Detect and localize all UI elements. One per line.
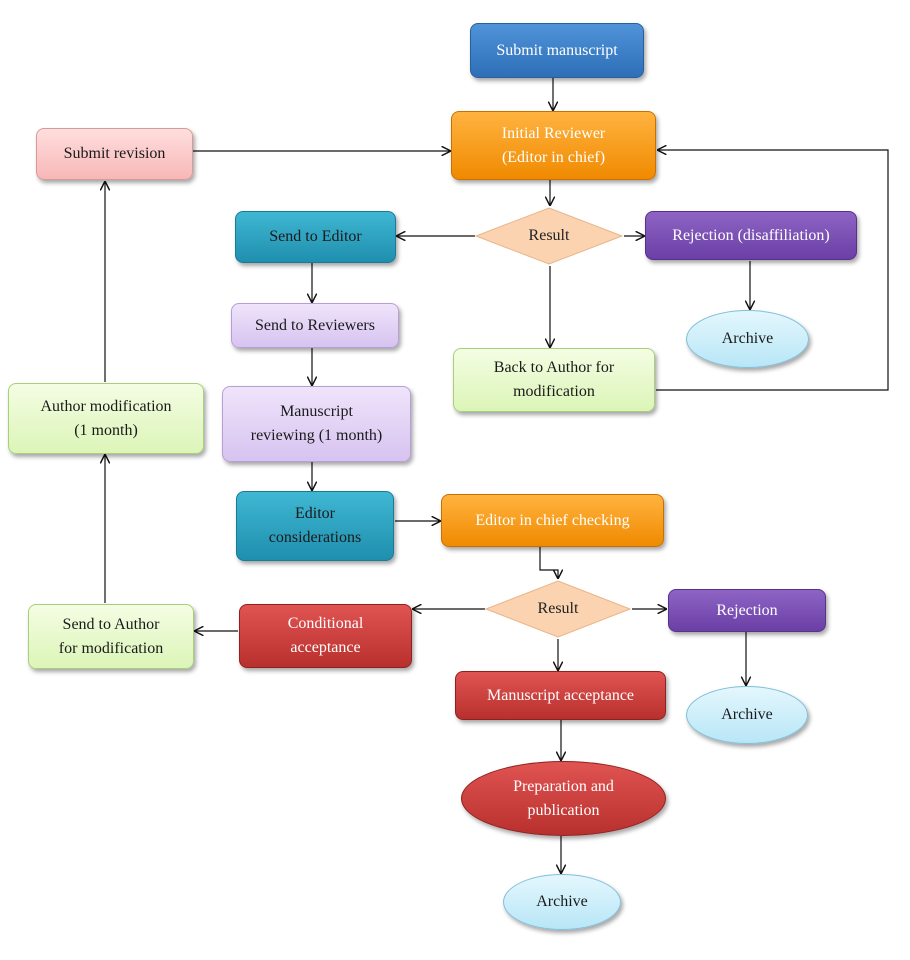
manuscript-acceptance-node: Manuscript acceptance (455, 671, 666, 720)
manuscript-acceptance-label: Manuscript acceptance (486, 686, 635, 704)
submit-manuscript-label: Submit manuscript (496, 41, 618, 59)
result-2-label: Result (537, 600, 579, 617)
editor-in-chief-checking-node: Editor in chief checking (441, 494, 664, 547)
submit-revision-label: Submit revision (63, 145, 166, 162)
preparation-publication-label-1: Preparation and (513, 777, 614, 795)
result-1-label: Result (528, 227, 570, 244)
archive-1-label: Archive (721, 330, 774, 347)
edge-chiefcheck-to-result2 (539, 547, 558, 578)
send-to-author-label-2: for modification (58, 639, 164, 657)
conditional-acceptance-label-1: Conditional (287, 615, 364, 632)
rejection-disaffiliation-node: Rejection (disaffiliation) (645, 211, 857, 260)
editor-considerations-label-1: Editor (295, 505, 335, 522)
conditional-acceptance-node: Conditional acceptance (239, 604, 412, 668)
initial-reviewer-node: Initial Reviewer (Editor in chief) (451, 111, 656, 180)
send-to-reviewers-label: Send to Reviewers (255, 316, 375, 334)
manuscript-reviewing-label-2: reviewing (1 month) (250, 427, 383, 444)
rejection-disaffiliation-label: Rejection (disaffiliation) (672, 226, 830, 244)
preparation-publication-label-2: publication (527, 801, 600, 819)
preparation-publication-node: Preparation and publication (461, 761, 666, 836)
send-to-author-modification-node: Send to Author for modification (28, 604, 194, 669)
rejection-label: Rejection (716, 601, 778, 619)
send-to-author-label-1: Send to Author (62, 615, 160, 633)
back-to-author-node: Back to Author for modification (453, 348, 655, 412)
send-to-editor-node: Send to Editor (235, 211, 396, 263)
archive-node-3: Archive (503, 874, 621, 930)
manuscript-reviewing-label-1: Manuscript (280, 403, 353, 420)
editor-considerations-node: Editor considerations (236, 491, 394, 561)
result-decision-1-shape (474, 207, 624, 265)
rejection-node: Rejection (668, 589, 826, 632)
conditional-acceptance-label-2: acceptance (290, 639, 361, 656)
author-modification-label-1: Author modification (40, 397, 172, 415)
archive-node-1: Archive (686, 310, 809, 368)
initial-reviewer-label-2: (Editor in chief) (501, 148, 606, 166)
submit-manuscript-node: Submit manuscript (470, 23, 644, 78)
send-to-editor-label: Send to Editor (269, 228, 362, 245)
back-to-author-label-2: modification (513, 383, 595, 400)
submit-revision-node: Submit revision (36, 128, 193, 180)
author-modification-label-2: (1 month) (74, 421, 138, 439)
archive-node-2: Archive (686, 686, 808, 744)
send-to-reviewers-node: Send to Reviewers (231, 303, 399, 348)
editor-considerations-label-2: considerations (268, 529, 362, 546)
result-decision-2-shape (484, 580, 632, 638)
manuscript-reviewing-node: Manuscript reviewing (1 month) (222, 386, 411, 462)
initial-reviewer-label-1: Initial Reviewer (501, 124, 606, 142)
edge-backauthor-to-initial (656, 150, 889, 391)
result-decision-2: Result (484, 579, 632, 639)
archive-2-label: Archive (721, 706, 773, 723)
editor-in-chief-checking-label: Editor in chief checking (475, 511, 630, 529)
result-decision-1: Result (474, 206, 624, 266)
author-modification-node: Author modification (1 month) (8, 383, 204, 454)
back-to-author-label-1: Back to Author for (493, 359, 615, 376)
archive-3-label: Archive (536, 893, 588, 910)
